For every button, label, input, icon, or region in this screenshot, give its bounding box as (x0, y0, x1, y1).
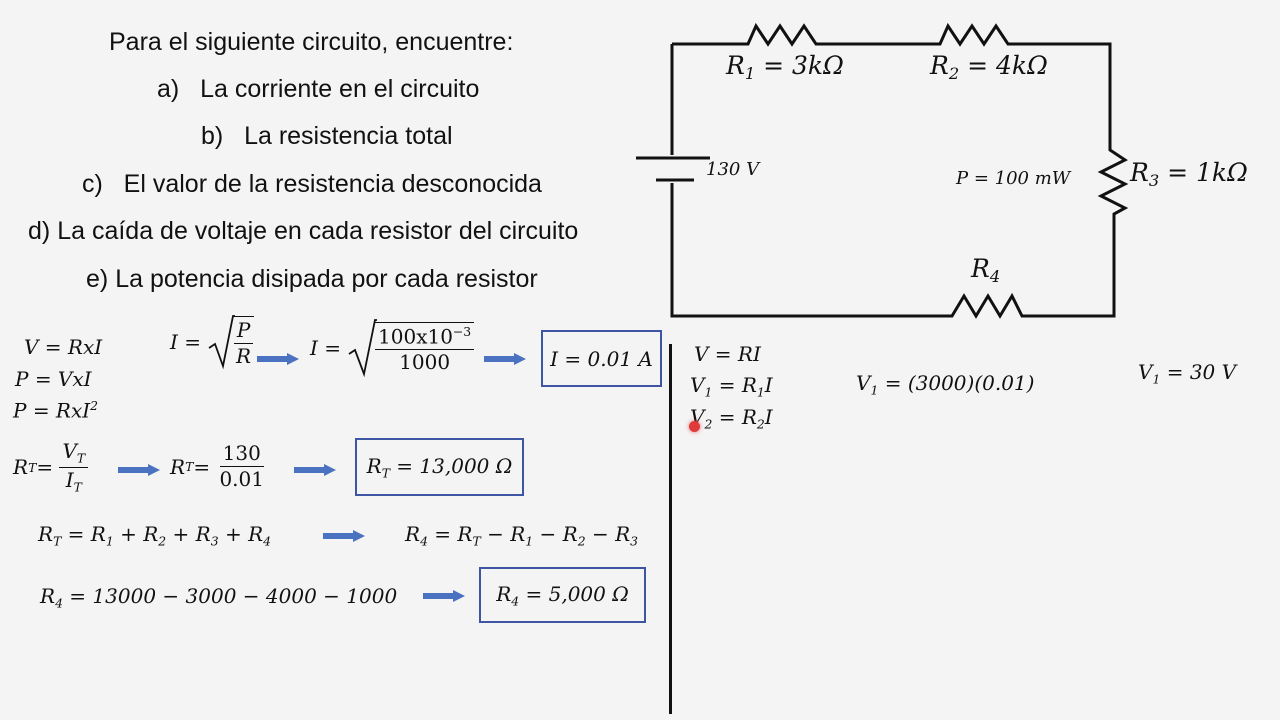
power-label: P = 100 mW (956, 168, 1071, 189)
v2-formula: V2 = R2I (690, 405, 773, 432)
r4-label: R4 (971, 254, 1001, 286)
item-letter: b) (201, 122, 224, 150)
total-resistance-result: RT = 13,000 Ω (366, 453, 513, 481)
problem-item-a: a) La corriente en el circuito (157, 75, 479, 104)
formula-power: P = VxI (15, 367, 92, 391)
item-text: La potencia disipada por cada resistor (115, 265, 538, 293)
circuit-wire-top (670, 22, 1129, 319)
r2-label: R2 = 4kΩ (930, 51, 1048, 83)
problem-item-b: b) La resistencia total (201, 122, 453, 151)
voltage-law: V = RI (694, 342, 761, 366)
sqrt-sign-icon (208, 315, 236, 370)
r3-label: R3 = 1kΩ (1130, 158, 1248, 190)
item-letter: e) (86, 265, 109, 293)
formula-power-r: P = RxI2 (13, 398, 99, 423)
r4-result: R4 = 5,000 Ω (496, 581, 629, 609)
formula-ohms-law: V = RxI (24, 335, 103, 359)
item-letter: a) (157, 75, 180, 103)
problem-item-d: d) La caída de voltaje en cada resistor … (28, 217, 578, 246)
r1-label: R1 = 3kΩ (726, 51, 844, 83)
arrow-icon (484, 353, 526, 365)
v1-formula: V1 = R1I (690, 373, 773, 400)
item-letter: d) (28, 217, 51, 245)
vertical-divider (669, 344, 672, 714)
series-sum-right: R4 = RT − R1 − R2 − R3 (405, 522, 639, 549)
arrow-icon (423, 590, 465, 602)
arrow-icon (257, 353, 299, 365)
source-voltage-label: 130 V (706, 159, 760, 180)
v1-result: V1 = 30 V (1138, 360, 1237, 387)
item-letter: c) (82, 170, 103, 198)
total-resistance-result-box: RT = 13,000 Ω (355, 438, 524, 496)
current-formula-values: I = 100x10−3 1000 (310, 318, 475, 378)
v1-calculation: V1 = (3000)(0.01) (856, 371, 1035, 398)
current-result-box: I = 0.01 A (541, 330, 662, 387)
r4-calc-left: R4 = 13000 − 3000 − 4000 − 1000 (40, 584, 398, 611)
item-text: El valor de la resistencia desconocida (123, 170, 542, 198)
problem-item-c: c) El valor de la resistencia desconocid… (82, 170, 542, 199)
problem-intro: Para el siguiente circuito, encuentre: (109, 28, 514, 56)
arrow-icon (323, 530, 365, 542)
current-formula-sqrt: I = P R (170, 314, 255, 370)
arrow-icon (118, 464, 160, 476)
item-text: La resistencia total (244, 122, 453, 150)
arrow-icon (294, 464, 336, 476)
pointer-dot-icon (689, 421, 700, 432)
circuit-diagram (636, 22, 1129, 319)
problem-item-e: e) La potencia disipada por cada resisto… (86, 265, 538, 294)
item-text: La corriente en el circuito (200, 75, 480, 103)
r4-result-box: R4 = 5,000 Ω (479, 567, 646, 623)
sqrt-sign-icon (348, 319, 378, 378)
item-text: La caída de voltaje en cada resistor del… (57, 217, 579, 245)
series-sum-left: RT = R1 + R2 + R3 + R4 (38, 522, 272, 549)
current-result: I = 0.01 A (550, 346, 653, 371)
